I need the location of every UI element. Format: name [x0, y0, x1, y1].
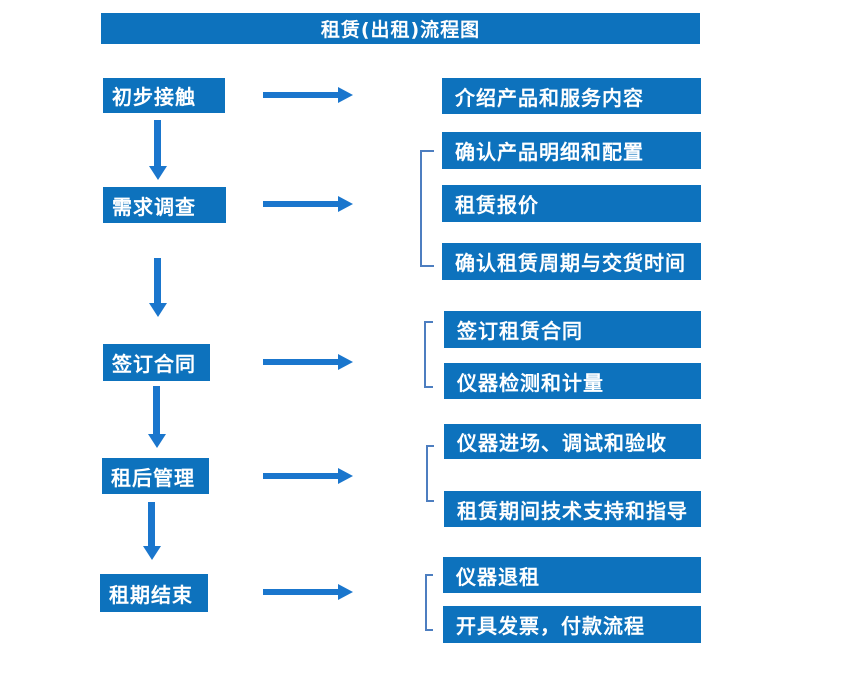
- step-box-demand-survey: 需求调查: [103, 187, 226, 223]
- detail-box-instrument-check: 仪器检测和计量: [444, 363, 701, 399]
- detail-box-confirm-product-spec: 确认产品明细和配置: [442, 132, 701, 169]
- arrow-down-icon: [143, 502, 161, 560]
- arrow-right-icon: [263, 584, 353, 600]
- group-bracket-rental-end: [425, 574, 433, 631]
- detail-box-confirm-period: 确认租赁周期与交货时间: [442, 243, 701, 280]
- group-bracket-post-rental: [426, 445, 434, 502]
- detail-box-sign-rental-contract: 签订租赁合同: [444, 311, 701, 348]
- arrow-right-icon: [263, 468, 353, 484]
- group-bracket-sign-contract: [424, 321, 433, 388]
- arrow-down-icon: [149, 120, 167, 180]
- group-bracket-demand-survey: [420, 150, 434, 267]
- flowchart-title: 租赁(出租)流程图: [320, 19, 481, 41]
- detail-box-tech-support: 租赁期间技术支持和指导: [444, 491, 701, 527]
- arrow-right-icon: [263, 87, 353, 103]
- detail-box-instrument-setup: 仪器进场、调试和验收: [444, 424, 701, 459]
- detail-box-introduce-products: 介绍产品和服务内容: [442, 78, 701, 114]
- detail-box-invoice-payment: 开具发票，付款流程: [443, 606, 701, 643]
- arrow-down-icon: [148, 386, 166, 448]
- arrow-right-icon: [263, 196, 353, 212]
- step-box-sign-contract: 签订合同: [103, 344, 210, 381]
- step-box-rental-end: 租期结束: [100, 574, 208, 612]
- step-box-post-rental-mgmt: 租后管理: [102, 458, 209, 494]
- flowchart-title-bar: 租赁(出租)流程图: [101, 13, 700, 44]
- arrow-down-icon: [149, 258, 167, 317]
- step-box-initial-contact: 初步接触: [103, 78, 225, 113]
- detail-box-rental-quote: 租赁报价: [442, 185, 701, 222]
- detail-box-instrument-return: 仪器退租: [443, 557, 701, 593]
- arrow-right-icon: [263, 354, 353, 370]
